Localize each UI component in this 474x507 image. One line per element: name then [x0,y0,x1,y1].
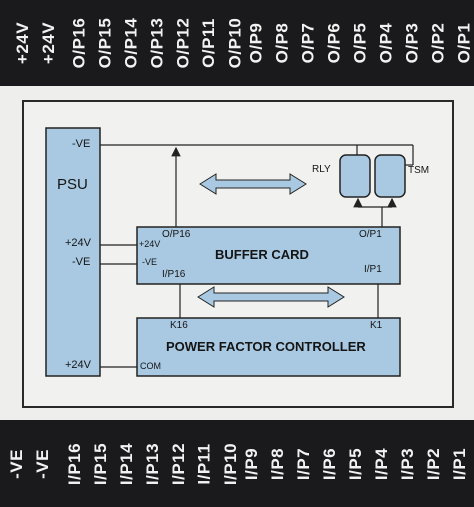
double-arrow-lower [197,286,345,308]
terminal-bottom-4: I/P15 [91,442,111,485]
terminal-bottom-17: I/P2 [424,447,444,480]
pfc-com-label: COM [140,361,161,371]
terminal-bottom-3: I/P16 [65,442,85,485]
terminal-bottom-13: I/P6 [320,447,340,480]
terminal-bottom-16: I/P3 [398,447,418,480]
terminal-bottom-12: I/P7 [294,447,314,480]
terminal-bottom-1: -VE [6,448,26,479]
buffer-card-box [136,226,401,285]
terminal-bottom-9: I/P10 [221,442,241,485]
psu-title: PSU [57,176,88,193]
psu-minus-ve-label: -VE [72,138,91,150]
terminal-bottom-15: I/P4 [372,447,392,480]
terminal-bottom-18: I/P1 [450,447,470,480]
double-arrow-upper [199,173,307,195]
rly-box [339,154,371,198]
terminal-bottom-2: -VE [32,448,52,479]
buffer-ip16-label: I/P16 [162,269,186,280]
psu-minus-ve-label-2: -VE [72,256,91,268]
buffer-ip1-label: I/P1 [364,264,382,275]
terminal-bottom-11: I/P8 [268,447,288,480]
pfc-k1-label: K1 [370,320,383,331]
buffer-op1-label: O/P1 [359,229,382,240]
pfc-box [136,317,401,377]
buffer-card-title: BUFFER CARD [215,247,309,262]
psu-24v-label: +24V [65,237,91,249]
bottom-terminal-strip: -VE -VE I/P16 I/P15 I/P14 I/P13 I/P12 I/… [0,420,474,507]
tsm-box [374,154,406,198]
terminal-bottom-14: I/P5 [346,447,366,480]
psu-box [45,127,101,377]
pfc-k16-label: K16 [170,320,188,331]
terminal-bottom-7: I/P12 [169,442,189,485]
terminal-bottom-6: I/P13 [143,442,163,485]
tsm-label: TSM [408,165,430,176]
pfc-title: POWER FACTOR CONTROLLER [166,339,366,354]
buffer-24v-label: +24V [139,239,161,249]
terminal-bottom-5: I/P14 [117,442,137,485]
terminal-bottom-10: I/P9 [242,447,262,480]
rly-label: RLY [312,164,331,175]
buffer-op16-label: O/P16 [162,229,191,240]
buffer-minus-ve-label: -VE [142,257,158,267]
psu-24v-label-2: +24V [65,359,91,371]
top-terminal-strip: +24V +24V O/P16 O/P15 O/P14 O/P13 O/P12 … [0,0,474,86]
terminal-bottom-8: I/P11 [194,442,214,485]
